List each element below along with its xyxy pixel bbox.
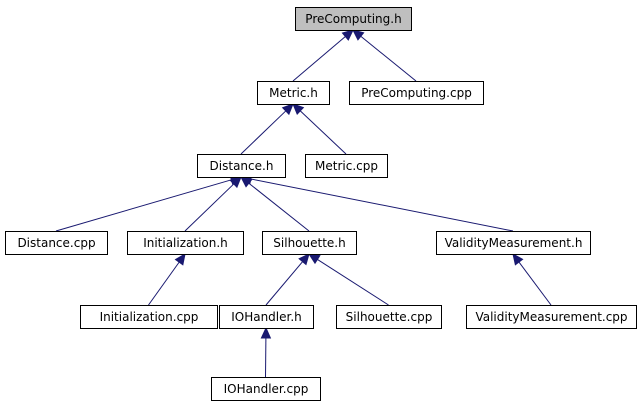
node-initialization_h[interactable]: Initialization.h — [127, 231, 244, 255]
node-box — [197, 154, 286, 178]
edge-metric_cpp-to-metric_h — [292, 103, 347, 155]
arrowhead-icon — [229, 176, 242, 189]
edge-line — [518, 261, 552, 306]
arrowhead-icon — [260, 326, 272, 339]
node-box — [305, 154, 388, 178]
node-label: Silhouette.cpp — [346, 310, 433, 324]
node-precomputing_h[interactable]: PreComputing.h — [295, 7, 412, 31]
node-box — [262, 231, 357, 255]
node-metric_cpp[interactable]: Metric.cpp — [305, 154, 388, 178]
edge-validitymeasurement_cpp-to-validitymeasurement_h — [512, 253, 552, 306]
node-label: PreComputing.h — [305, 12, 401, 26]
node-label: Distance.cpp — [17, 236, 95, 250]
edge-initialization_cpp-to-initialization_h — [148, 253, 186, 306]
node-iohandler_cpp[interactable]: IOHandler.cpp — [211, 377, 321, 401]
node-box — [5, 231, 108, 255]
edge-line — [184, 183, 235, 232]
node-label: Silhouette.h — [273, 236, 345, 250]
node-label: Initialization.h — [143, 236, 228, 250]
arrowhead-icon — [292, 103, 305, 116]
edge-line — [250, 178, 514, 232]
arrowhead-icon — [352, 29, 365, 41]
edge-line — [360, 35, 417, 82]
node-label: PreComputing.cpp — [361, 86, 472, 100]
edge-validitymeasurement_h-to-distance_h — [239, 173, 514, 232]
node-label: IOHandler.cpp — [224, 382, 309, 396]
edge-line — [248, 182, 310, 232]
edge-line — [148, 261, 180, 306]
node-box — [127, 231, 244, 255]
edge-line — [240, 110, 287, 155]
node-validitymeasurement_cpp[interactable]: ValidityMeasurement.cpp — [466, 305, 637, 329]
edge-line — [265, 261, 303, 306]
arrowhead-icon — [307, 253, 321, 265]
node-label: Distance.h — [210, 159, 274, 173]
node-box — [336, 305, 442, 329]
node-metric_h[interactable]: Metric.h — [257, 81, 330, 105]
node-label: Metric.cpp — [315, 159, 378, 173]
edge-distance_h-to-metric_h — [240, 103, 294, 155]
node-initialization_cpp[interactable]: Initialization.cpp — [80, 305, 218, 329]
node-iohandler_h[interactable]: IOHandler.h — [219, 305, 314, 329]
edge-line — [55, 179, 232, 232]
node-box — [80, 305, 218, 329]
node-box — [349, 81, 484, 105]
node-box — [436, 231, 591, 255]
edge-line — [292, 36, 346, 82]
edge-iohandler_h-to-silhouette_h — [265, 253, 310, 306]
node-box — [211, 377, 321, 401]
arrowhead-icon — [298, 253, 310, 266]
node-distance_cpp[interactable]: Distance.cpp — [5, 231, 108, 255]
node-box — [219, 305, 314, 329]
node-label: IOHandler.h — [231, 310, 302, 324]
edge-precomputing_cpp-to-precomputing_h — [352, 29, 417, 82]
node-label: Initialization.cpp — [100, 310, 199, 324]
node-box — [295, 7, 412, 31]
edge-initialization_h-to-distance_h — [184, 176, 242, 232]
node-precomputing_cpp[interactable]: PreComputing.cpp — [349, 81, 484, 105]
node-box — [466, 305, 637, 329]
node-label: Metric.h — [269, 86, 318, 100]
node-label: ValidityMeasurement.h — [445, 236, 583, 250]
edge-silhouette_cpp-to-silhouette_h — [307, 253, 389, 306]
node-distance_h[interactable]: Distance.h — [197, 154, 286, 178]
arrowhead-icon — [281, 103, 294, 116]
arrowhead-icon — [174, 253, 186, 266]
node-box — [257, 81, 330, 105]
node-label: ValidityMeasurement.cpp — [475, 310, 627, 324]
edge-iohandler_cpp-to-iohandler_h — [260, 326, 272, 378]
edge-silhouette_h-to-distance_h — [240, 176, 310, 232]
edge-line — [317, 258, 389, 306]
edge-line — [299, 110, 347, 155]
arrowhead-icon — [341, 29, 354, 41]
node-silhouette_h[interactable]: Silhouette.h — [262, 231, 357, 255]
arrowhead-icon — [512, 253, 524, 266]
node-silhouette_cpp[interactable]: Silhouette.cpp — [336, 305, 442, 329]
node-validitymeasurement_h[interactable]: ValidityMeasurement.h — [436, 231, 591, 255]
edge-metric_h-to-precomputing_h — [292, 29, 354, 82]
